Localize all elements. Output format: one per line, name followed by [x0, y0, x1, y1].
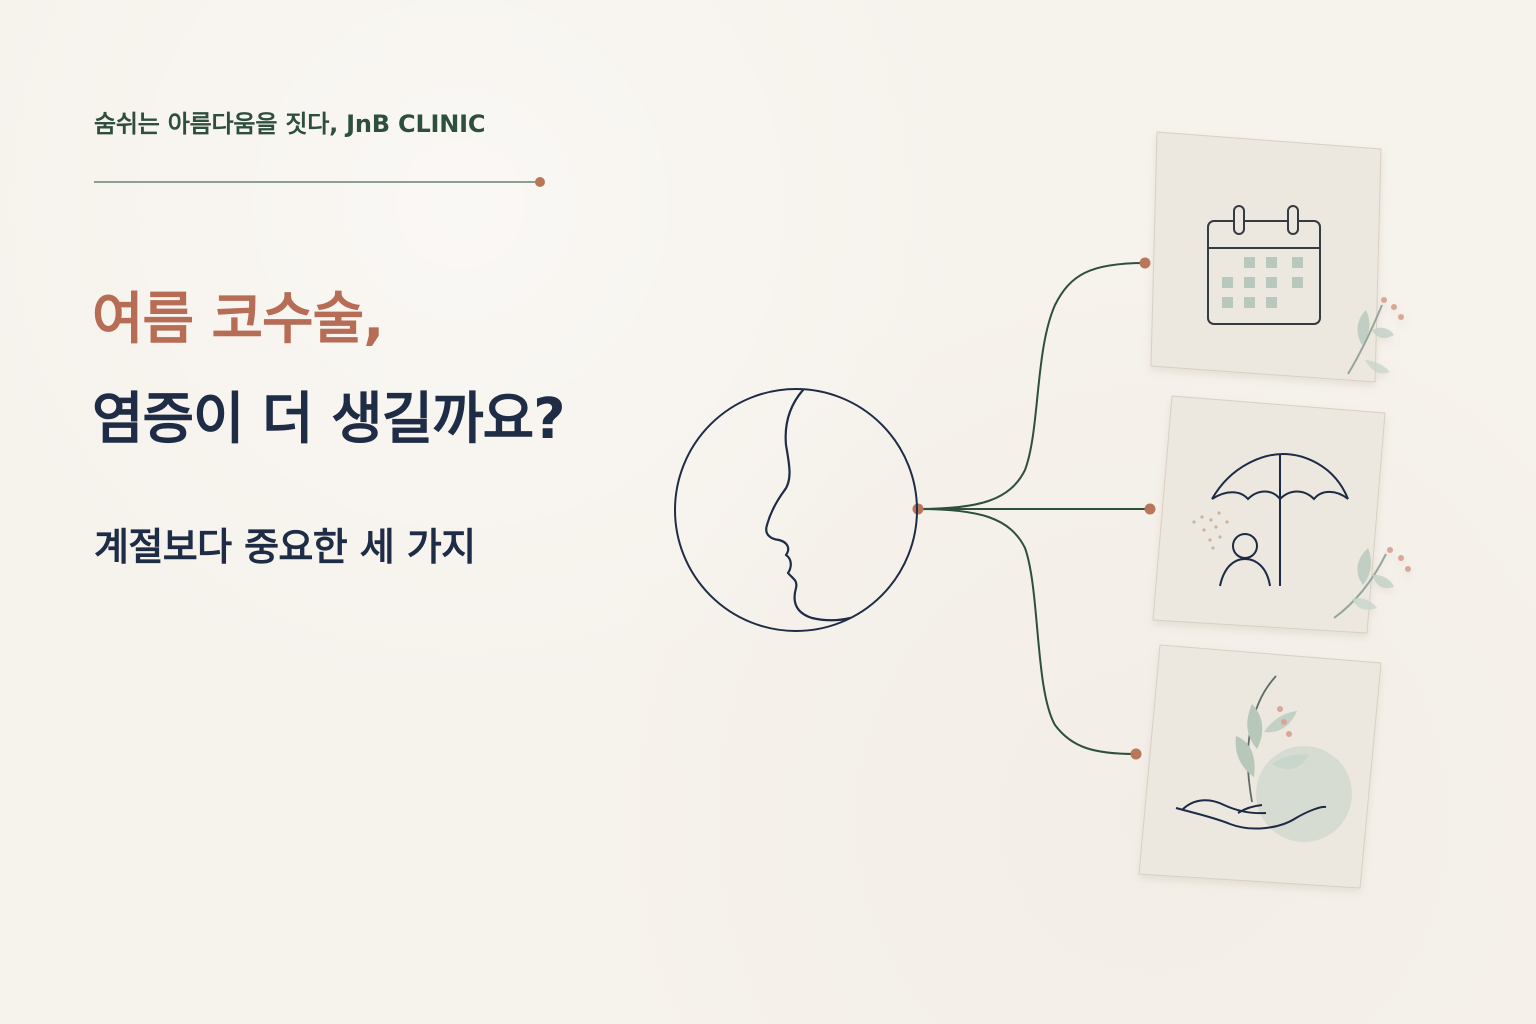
- umbrella-person-icon: [1211, 452, 1349, 587]
- hand-plant-icon: [1175, 675, 1352, 842]
- subtitle: 계절보다 중요한 세 가지: [94, 525, 476, 569]
- card-calendar: [1150, 131, 1404, 383]
- divider-dot: [535, 177, 545, 187]
- divider-line: [94, 181, 538, 183]
- leaf-sprig-2: [1333, 547, 1411, 619]
- leaf-sprig-1: [1347, 297, 1404, 375]
- brand-tagline: 숨쉬는 아름다움을 짓다, JnB CLINIC: [94, 110, 486, 138]
- connector-lines: [912, 257, 1156, 760]
- card-sun-protection: [1152, 395, 1411, 634]
- face-profile-icon: [765, 388, 852, 622]
- headline-line-2: 염증이 더 생길까요?: [92, 387, 566, 452]
- card-recovery-care: [1138, 644, 1382, 889]
- sun-dots: [1192, 511, 1229, 550]
- face-circle: [674, 388, 918, 632]
- calendar-icon: [1207, 205, 1321, 325]
- headline-line-1: 여름 코수술,: [92, 287, 384, 352]
